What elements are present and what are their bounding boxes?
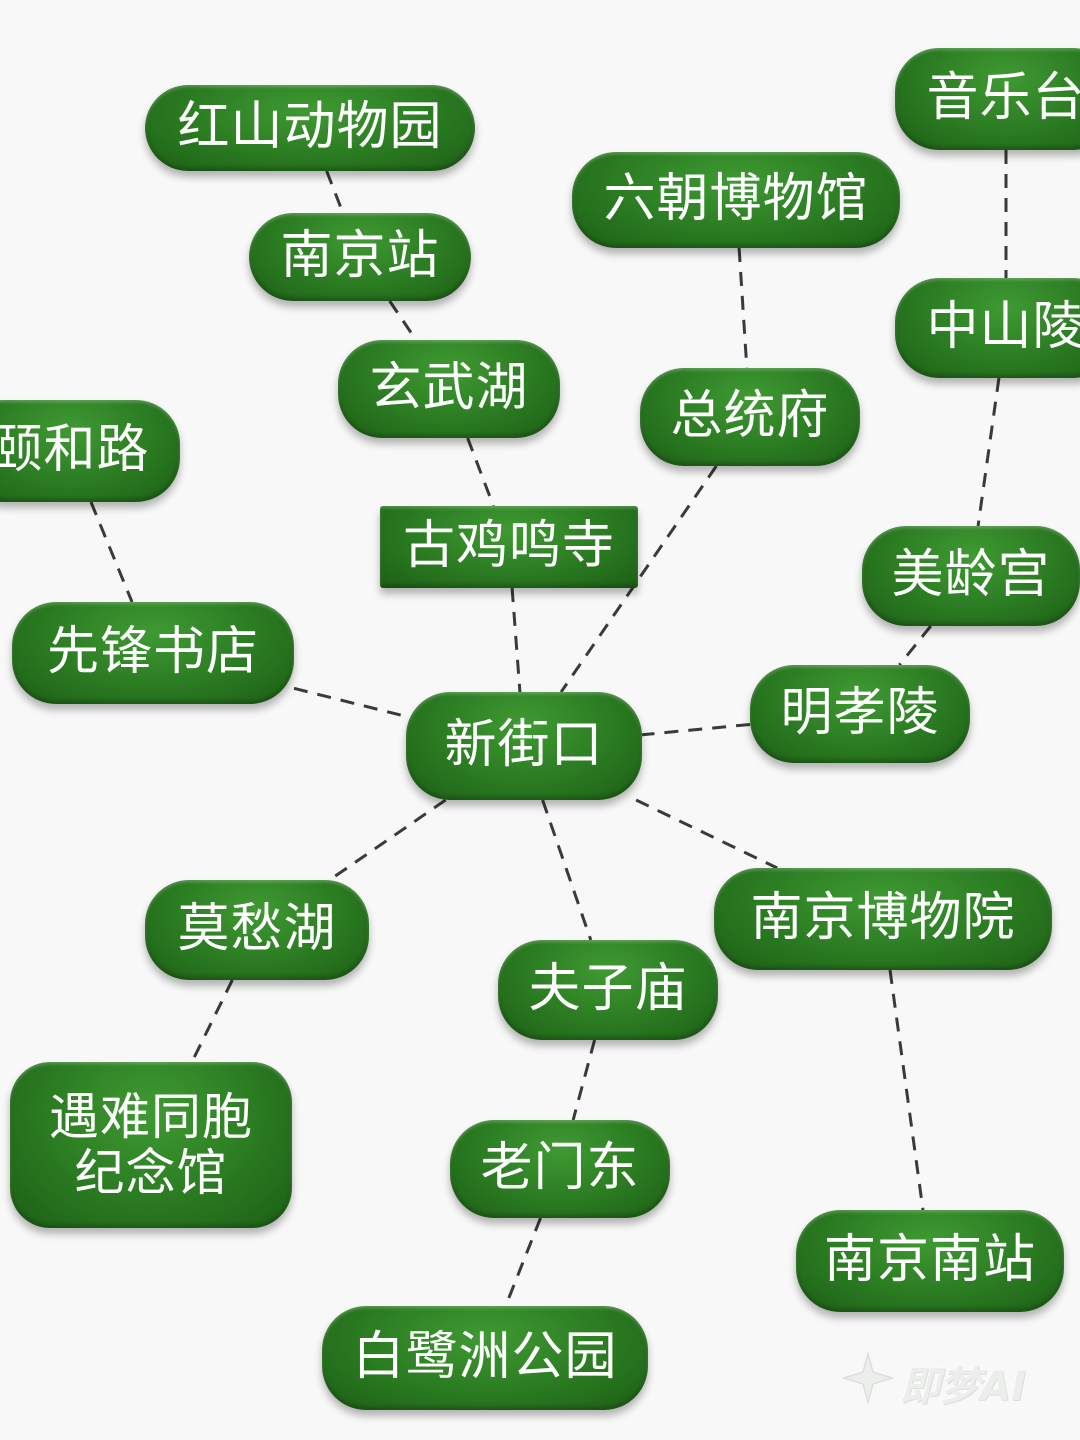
- node-label: 音乐台: [926, 68, 1080, 129]
- connector-xianfeng-xinjiekou: [293, 686, 407, 718]
- node-label: 南京南站: [823, 1230, 1036, 1291]
- node-xinjiekou: 新街口: [406, 692, 642, 800]
- node-label: 夫子庙: [528, 959, 688, 1020]
- connector-yiheelu-xianfeng: [89, 501, 134, 603]
- node-label: 六朝博物馆: [603, 169, 869, 230]
- connector-zhongshanling-meilinggong: [976, 377, 1001, 527]
- connector-xuanwuhu-jimingsi: [466, 437, 495, 507]
- node-xianfeng: 先锋书店: [12, 602, 294, 704]
- connector-nanjingbowuyuan-nanjingnanzhan: [888, 969, 925, 1211]
- node-label: 中山陵: [926, 297, 1080, 358]
- node-mochouhu: 莫愁湖: [145, 880, 369, 980]
- node-liuchao: 六朝博物馆: [572, 152, 900, 248]
- connector-jimingsi-xinjiekou: [510, 587, 522, 693]
- watermark-text: 即梦AI: [900, 1364, 1026, 1410]
- connector-mochouhu-jinianguan: [190, 979, 234, 1063]
- node-label: 南京博物院: [750, 888, 1016, 949]
- node-xuanwuhu: 玄武湖: [338, 340, 560, 438]
- node-laomendong: 老门东: [450, 1120, 670, 1218]
- node-nanjingnanzhan: 南京南站: [796, 1210, 1064, 1312]
- node-label: 美龄宫: [891, 545, 1051, 606]
- connector-liuchao-zongtongfu: [737, 247, 749, 369]
- node-jimingsi: 古鸡鸣寺: [380, 506, 638, 588]
- node-label: 明孝陵: [780, 683, 940, 744]
- node-label: 新街口: [444, 715, 604, 776]
- node-label: 红山动物园: [177, 97, 443, 158]
- node-yinyuetai: 音乐台: [895, 48, 1080, 150]
- connector-hongshan-nanjingzhan: [325, 170, 345, 214]
- node-mingxiaoling: 明孝陵: [750, 665, 970, 763]
- node-nanjingbowuyuan: 南京博物院: [714, 868, 1052, 970]
- connector-laomendong-bailuzhou: [504, 1217, 542, 1307]
- node-hongshan: 红山动物园: [145, 85, 475, 171]
- node-label: 莫愁湖: [177, 899, 337, 960]
- watermark-logo: 即梦AI: [840, 1350, 1060, 1410]
- node-label: 总统府: [670, 386, 830, 447]
- node-label: 古鸡鸣寺: [402, 516, 615, 577]
- connector-xinjiekou-mochouhu: [328, 798, 447, 882]
- sparkle-icon: [841, 1351, 895, 1405]
- connector-zongtongfu-xinjiekou: [559, 465, 718, 693]
- node-label: 玄武湖: [369, 358, 529, 419]
- connector-xinjiekou-fuzimiao: [541, 799, 593, 941]
- node-label: 遇难同胞纪念馆: [49, 1088, 253, 1202]
- node-bailuzhou: 白鹭洲公园: [322, 1306, 648, 1410]
- node-label: 颐和路: [0, 420, 150, 481]
- node-jinianguan: 遇难同胞纪念馆: [10, 1062, 292, 1228]
- connector-meilinggong-mingxiaoling: [898, 625, 932, 666]
- connector-nanjingzhan-xuanwuhu: [388, 300, 418, 341]
- connector-mingxiaoling-xinjiekou: [641, 722, 751, 737]
- node-zhongshanling: 中山陵: [895, 278, 1080, 378]
- node-label: 先锋书店: [46, 622, 259, 683]
- node-label: 白鹭洲公园: [352, 1327, 618, 1388]
- connector-xinjiekou-nanjingbowuyuan: [635, 798, 778, 870]
- node-yiheelu: 颐和路: [0, 400, 180, 502]
- connector-fuzimiao-laomendong: [571, 1039, 597, 1121]
- node-label: 南京站: [280, 226, 440, 287]
- node-meilinggong: 美龄宫: [862, 526, 1080, 626]
- node-fuzimiao: 夫子庙: [498, 940, 718, 1040]
- node-label: 老门东: [480, 1138, 640, 1199]
- node-nanjingzhan: 南京站: [249, 213, 471, 301]
- node-zongtongfu: 总统府: [640, 368, 860, 466]
